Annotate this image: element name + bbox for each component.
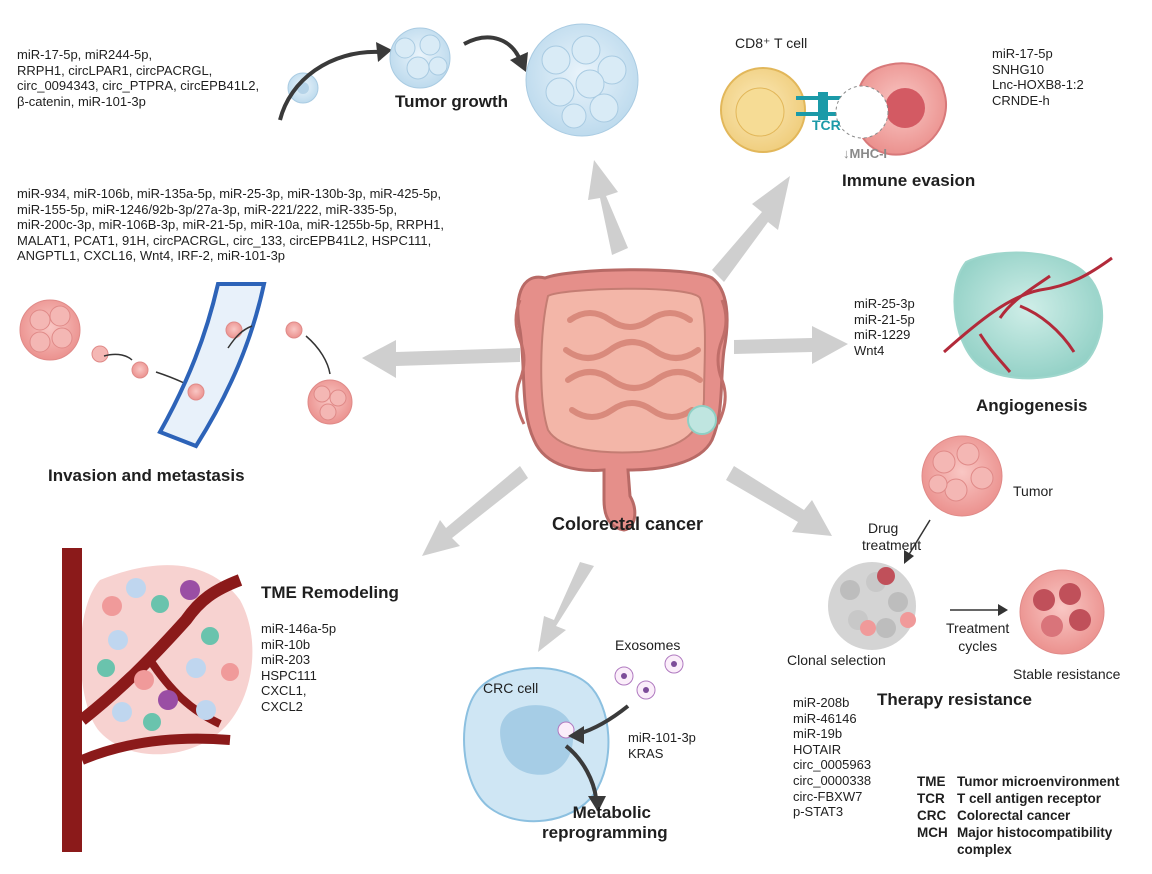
factor-item: CRNDE-h (992, 92, 1050, 108)
factor-item: HSPC111 (261, 667, 317, 683)
metabolic-title-line1: Metabolic (572, 803, 652, 822)
exosomes-label: Exosomes (615, 637, 681, 653)
factor-item: miR-19b (793, 726, 843, 742)
crc-cell-label: CRC cell (483, 680, 539, 696)
factor-item: KRAS (628, 745, 664, 761)
immune-evasion-illustration (720, 62, 947, 156)
stable-resistance-label: Stable resistance (1013, 666, 1121, 682)
abbr-value: T cell antigen receptor (957, 791, 1102, 806)
factor-line: MALAT1, PCAT1, 91H, circPACRGL, circ_133… (17, 232, 432, 248)
metabolic-factors: miR-101-3p KRAS (628, 730, 696, 761)
factor-item: HOTAIR (793, 741, 842, 757)
tumor-growth-title: Tumor growth (395, 92, 508, 111)
therapy-factors: miR-208b miR-46146 miR-19b HOTAIR circ_0… (793, 695, 871, 820)
tme-illustration (62, 548, 253, 852)
factor-line: miR-155-5p, miR-1246/92b-3p/27a-3p, miR-… (17, 201, 398, 217)
invasion-title: Invasion and metastasis (48, 466, 245, 485)
tcr-label: TCR (812, 117, 841, 133)
factor-item: miR-208b (793, 695, 850, 710)
t-cell-label: CD8⁺ T cell (735, 35, 808, 51)
factor-item: Lnc-HOXB8-1:2 (992, 77, 1084, 93)
vessel-trunk (62, 548, 82, 852)
abbr-value: Colorectal cancer (957, 808, 1071, 823)
tme-factors: miR-146a-5p miR-10b miR-203 HSPC111 CXCL… (261, 621, 336, 715)
factor-item: CXCL1, (261, 683, 307, 699)
factor-line: ANGPTL1, CXCL16, Wnt4, IRF-2, miR-101-3p (17, 248, 286, 264)
angiogenesis-factors: miR-25-3p miR-21-5p miR-1229 Wnt4 (854, 296, 915, 358)
drug-line2: treatment (862, 537, 922, 553)
metastasis-illustration (19, 282, 353, 449)
tumor-label: Tumor (1013, 483, 1053, 499)
factor-item: circ_0005963 (793, 757, 872, 773)
factor-item: circ-FBXW7 (793, 788, 863, 804)
clonal-selection-label: Clonal selection (787, 652, 886, 668)
factor-item: p-STAT3 (793, 804, 844, 820)
abbr-row: TME Tumor microenvironment (917, 773, 1152, 790)
angiogenesis-title: Angiogenesis (976, 396, 1088, 415)
metabolic-title: Metabolic reprogramming (542, 803, 668, 843)
arrow-to-tumor-growth (588, 160, 628, 255)
factor-line: miR-934, miR-106b, miR-135a-5p, miR-25-3… (17, 186, 442, 201)
tumor-growth-illustration (278, 23, 639, 137)
factor-line: miR-17-5p, miR244-5p, (17, 47, 153, 62)
cycles-line1: Treatment (946, 620, 1010, 636)
factor-item: miR-17-5p (992, 46, 1053, 61)
factor-item: miR-46146 (793, 710, 857, 726)
factor-line: miR-200c-3p, miR-106B-3p, miR-21-5p, miR… (17, 217, 444, 233)
factor-item: miR-21-5p (854, 311, 915, 327)
colon-illustration (514, 268, 729, 532)
factor-line: RRPH1, circLPAR1, circPACRGL, (17, 62, 213, 78)
arrow-to-angiogenesis (734, 326, 848, 364)
therapy-title: Therapy resistance (877, 690, 1032, 709)
immune-evasion-title: Immune evasion (842, 171, 976, 190)
abbr-value: Major histocompatibility complex (957, 825, 1113, 857)
factor-item: miR-25-3p (854, 296, 915, 311)
factor-item: CXCL2 (261, 698, 303, 714)
abbreviation-legend: TME Tumor microenvironment TCR T cell anti… (917, 773, 1152, 858)
treatment-cycles-label: Treatment cycles (946, 619, 1009, 655)
center-title: Colorectal cancer (552, 514, 704, 534)
factor-item: miR-203 (261, 652, 311, 668)
factor-item: miR-1229 (854, 327, 911, 343)
therapy-illustration (828, 435, 1105, 655)
factor-item: SNHG10 (992, 61, 1045, 77)
metabolic-illustration (463, 654, 684, 823)
factor-item: Wnt4 (854, 342, 885, 358)
metabolic-title-line2: reprogramming (542, 823, 668, 842)
drug-treatment-label: Drug treatment (862, 520, 921, 554)
abbr-key: CRC (917, 808, 947, 823)
blood-vessel (157, 282, 267, 449)
factor-line: β-catenin, miR-101-3p (17, 93, 146, 109)
arrow-to-metabolic (538, 562, 594, 652)
abbr-key: TME (917, 774, 946, 789)
factor-item: miR-101-3p (628, 730, 696, 745)
cycles-line2: cycles (958, 638, 998, 654)
mhc-label: ↓MHC-I (843, 146, 888, 161)
factor-item: circ_0000338 (793, 772, 872, 788)
drug-line1: Drug (868, 520, 899, 536)
tme-title: TME Remodeling (261, 583, 399, 602)
arrow-to-metastasis (362, 340, 520, 378)
arrow-to-tme (422, 466, 528, 556)
abbr-key: TCR (917, 791, 945, 806)
radial-arrows (362, 160, 848, 652)
abbr-row: MCH Major histocompatibility complex (917, 824, 1152, 858)
immune-evasion-factors: miR-17-5p SNHG10 Lnc-HOXB8-1:2 CRNDE-h (992, 46, 1084, 108)
abbr-row: CRC Colorectal cancer (917, 807, 1152, 824)
tumor-spot (687, 405, 717, 435)
angiogenesis-illustration (943, 251, 1113, 380)
abbr-value: Tumor microenvironment (957, 774, 1120, 789)
arrow-to-therapy-resistance (726, 466, 832, 536)
invasion-factors: miR-934, miR-106b, miR-135a-5p, miR-25-3… (17, 186, 444, 264)
factor-item: miR-10b (261, 636, 311, 652)
factor-item: miR-146a-5p (261, 621, 337, 636)
tumor-growth-factors: miR-17-5p, miR244-5p, RRPH1, circLPAR1, … (17, 47, 259, 109)
arrow-to-immune-evasion (712, 176, 790, 282)
abbr-row: TCR T cell antigen receptor (917, 790, 1152, 807)
factor-line: circ_0094343, circ_PTPRA, circEPB41L2, (17, 78, 260, 94)
abbr-key: MCH (917, 825, 948, 840)
